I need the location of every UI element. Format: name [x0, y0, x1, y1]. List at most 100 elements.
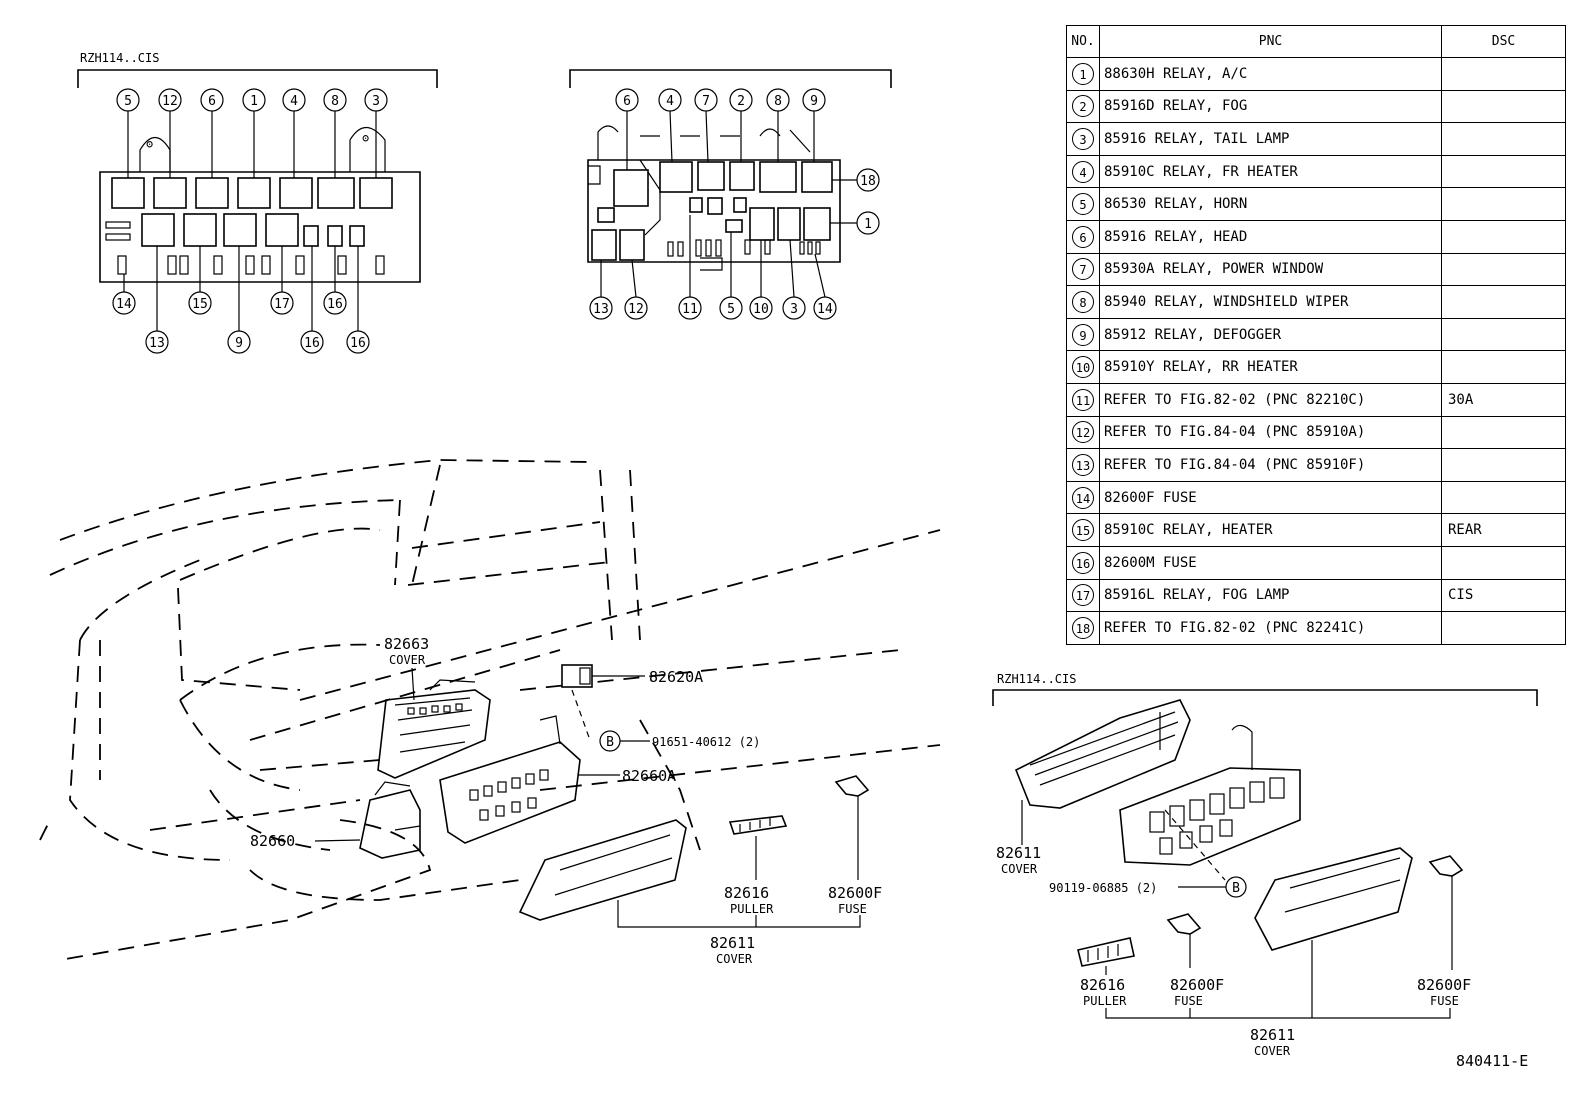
row-dsc: REAR: [1441, 513, 1566, 547]
row-dsc: 30A: [1441, 382, 1566, 417]
callout: 3: [372, 94, 380, 109]
table-header-row: NO. PNC DSC: [1066, 25, 1566, 58]
part-number: 91651-40612 (2): [652, 735, 760, 749]
callout: 14: [817, 302, 833, 317]
left-fuse-box: RZH114..CIS ʘ ʘ: [77, 51, 438, 354]
callout: 16: [350, 336, 366, 351]
part-name: COVER: [1001, 862, 1038, 876]
row-number-circle: 17: [1072, 584, 1094, 607]
row-number-circle: 10: [1072, 356, 1094, 379]
row-no-cell: 1: [1066, 57, 1100, 91]
part-name: PULLER: [730, 902, 774, 916]
svg-text:ʘ: ʘ: [362, 131, 369, 145]
row-number-circle: 3: [1072, 127, 1094, 150]
row-dsc: [1441, 252, 1566, 287]
row-number-circle: 6: [1072, 225, 1094, 248]
row-number-circle: 9: [1072, 323, 1094, 346]
row-no-cell: 18: [1066, 611, 1100, 645]
row-dsc: [1441, 219, 1566, 254]
part-name: FUSE: [838, 902, 867, 916]
row-pnc: REFER TO FIG.84-04 (PNC 85910A): [1099, 415, 1442, 450]
row-no-cell: 2: [1066, 89, 1100, 124]
row-dsc: CIS: [1441, 578, 1566, 613]
row-pnc: 85912 RELAY, DEFOGGER: [1099, 317, 1442, 352]
row-dsc: [1441, 154, 1566, 189]
callout: 10: [753, 302, 769, 317]
part-name: FUSE: [1430, 994, 1459, 1008]
header-dsc: DSC: [1441, 25, 1566, 58]
row-dsc: [1441, 57, 1566, 91]
row-no-cell: 6: [1066, 219, 1100, 254]
row-pnc: REFER TO FIG.84-04 (PNC 85910F): [1099, 448, 1442, 482]
row-number-circle: 8: [1072, 290, 1094, 313]
callout-b: B: [606, 735, 614, 750]
row-dsc: [1441, 317, 1566, 352]
svg-text:ʘ: ʘ: [146, 137, 153, 151]
row-number-circle: 12: [1072, 421, 1094, 444]
row-number-circle: 13: [1072, 453, 1094, 476]
right-assembly-title: RZH114..CIS: [997, 672, 1076, 686]
left-bottom-callouts-2: 13 9 16 16: [145, 246, 370, 354]
part-number: 82600F: [1417, 976, 1471, 994]
row-number-circle: 2: [1072, 95, 1094, 118]
row-pnc: 85916 RELAY, HEAD: [1099, 219, 1442, 254]
part-name: COVER: [716, 952, 753, 966]
callout-b: B: [1232, 881, 1240, 896]
row-number-circle: 15: [1072, 519, 1094, 542]
callout: 17: [274, 297, 290, 312]
row-dsc: [1441, 122, 1566, 156]
part-number: 82600F: [828, 884, 882, 902]
part-number: 82611: [996, 844, 1041, 862]
row-no-cell: 12: [1066, 415, 1100, 450]
part-number: 90119-06885 (2): [1049, 881, 1157, 895]
row-dsc: [1441, 350, 1566, 384]
part-name: PULLER: [1083, 994, 1127, 1008]
part-number: 82616: [724, 884, 769, 902]
part-number: 82600F: [1170, 976, 1224, 994]
callout: 8: [774, 94, 782, 109]
row-pnc: 88630H RELAY, A/C: [1099, 57, 1442, 91]
part-number: 82660: [250, 832, 295, 850]
header-no: NO.: [1066, 25, 1100, 58]
row-no-cell: 16: [1066, 545, 1100, 580]
row-dsc: [1441, 611, 1566, 645]
row-no-cell: 10: [1066, 350, 1100, 384]
callout: 18: [860, 174, 876, 189]
row-number-circle: 5: [1072, 193, 1094, 216]
callout: 16: [327, 297, 343, 312]
row-pnc: 82600M FUSE: [1099, 545, 1442, 580]
row-number-circle: 16: [1072, 551, 1094, 574]
header-pnc: PNC: [1099, 25, 1442, 58]
row-pnc: 85910C RELAY, FR HEATER: [1099, 154, 1442, 189]
row-no-cell: 3: [1066, 122, 1100, 156]
row-number-circle: 7: [1072, 258, 1094, 281]
part-number: 82660A: [622, 767, 676, 785]
left-top-callouts: 5 12 6 1 4 8 3: [116, 88, 388, 178]
row-no-cell: 15: [1066, 513, 1100, 547]
callout: 2: [737, 94, 745, 109]
row-pnc: 85916L RELAY, FOG LAMP: [1099, 578, 1442, 613]
row-pnc: 82600F FUSE: [1099, 480, 1442, 515]
row-dsc: [1441, 545, 1566, 580]
row-no-cell: 14: [1066, 480, 1100, 515]
callout: 12: [162, 94, 178, 109]
row-no-cell: 13: [1066, 448, 1100, 482]
left-bottom-callouts-1: 14 15 17 16: [112, 246, 347, 315]
callout: 11: [682, 302, 698, 317]
row-no-cell: 8: [1066, 285, 1100, 319]
row-number-circle: 14: [1072, 486, 1094, 509]
row-dsc: [1441, 89, 1566, 124]
callout: 12: [628, 302, 644, 317]
row-pnc: 86530 RELAY, HORN: [1099, 187, 1442, 221]
callout: 5: [124, 94, 132, 109]
